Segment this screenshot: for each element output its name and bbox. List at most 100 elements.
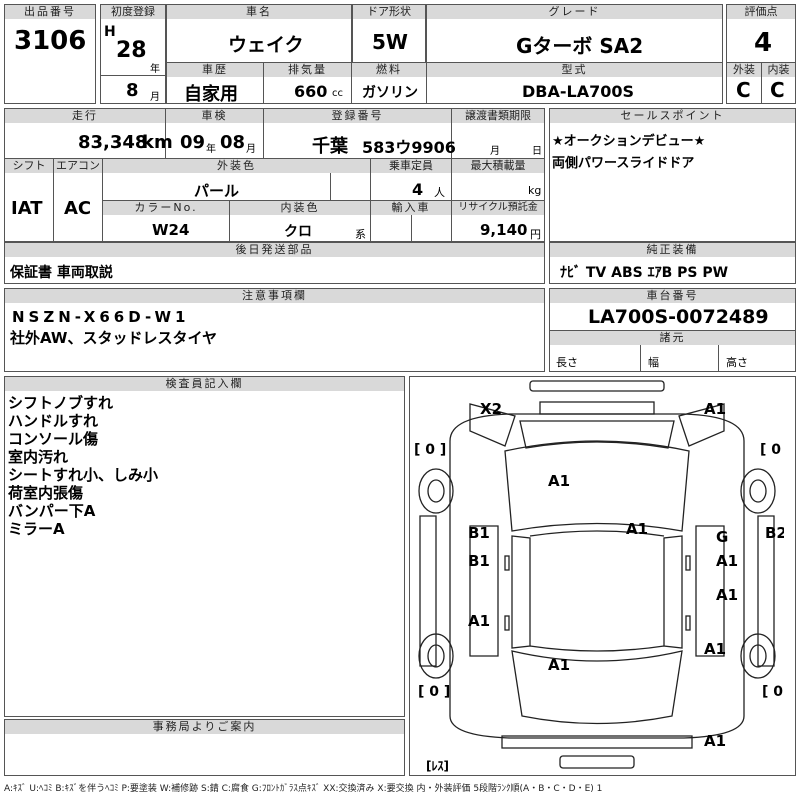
inspect-year: 09: [180, 132, 206, 153]
damage-mark: A1: [468, 612, 490, 630]
transfer-label: 譲渡書類期限: [452, 109, 544, 123]
inspector-note: シフトノブすれ: [8, 394, 114, 412]
legend-footer: A:ｷｽﾞ U:ﾍｺﾐ B:ｷｽﾞを伴うﾍｺﾐ P:要塗装 W:補修跡 S:錆 …: [4, 784, 603, 794]
interior-color: クロ: [284, 224, 312, 240]
recycle-label: リサイクル預託金: [452, 201, 544, 215]
row1b-box: [166, 62, 723, 104]
displacement: 660: [294, 82, 328, 101]
era: H: [104, 24, 116, 40]
spare-tire-label: [ﾚｽ]: [426, 759, 449, 773]
colorno-label: カラーNo.: [103, 201, 229, 215]
intcolor-label: 内装色: [230, 201, 370, 215]
equipment-label: 純正装備: [550, 243, 795, 257]
recycle-unit: 円: [530, 228, 541, 241]
spec-height: 高さ: [726, 356, 748, 369]
doors: 5W: [372, 30, 408, 54]
spec-label: 諸元: [550, 331, 795, 345]
spec-width: 幅: [648, 356, 659, 369]
damage-mark: B2: [765, 524, 784, 542]
mileage: 83,348: [78, 132, 148, 153]
transfer-month: 月: [490, 146, 500, 157]
lot-number: 3106: [14, 26, 87, 56]
color-number: W24: [152, 221, 190, 239]
damage-mark: A1: [548, 472, 570, 490]
transfer-day: 日: [532, 146, 542, 157]
ext-label: 外装: [727, 63, 761, 77]
tire-tread-mark: [ 0 ]: [414, 442, 446, 458]
shift-label: シフト: [5, 159, 53, 173]
int-label: 内装: [762, 63, 795, 77]
car-name: ウェイク: [228, 34, 304, 56]
damage-mark: B1: [468, 552, 490, 570]
inspector-box: [4, 376, 405, 717]
damage-mark: A1: [704, 640, 726, 658]
sales-line-2: 両側パワースライドドア: [552, 156, 695, 171]
ext-grade: C: [736, 78, 751, 102]
model: DBA-LA700S: [522, 82, 634, 101]
ac-label: エアコン: [54, 159, 102, 173]
reg-year: 28: [116, 38, 147, 63]
lot-label: 出品番号: [5, 5, 95, 19]
damage-mark: A1: [716, 552, 738, 570]
spec-length: 長さ: [556, 356, 578, 369]
intcolor-unit: 系: [355, 228, 366, 241]
later-parts: 保証書 車両取説: [10, 265, 113, 281]
doors-label: ドア形状: [353, 5, 425, 19]
first-reg-label: 初度登録: [101, 5, 165, 19]
first-reg-box: [100, 4, 166, 104]
history: 自家用: [184, 84, 238, 105]
tire-tread-mark: [ 0 ]: [418, 684, 450, 700]
inspector-note: コンソール傷: [8, 430, 99, 448]
damage-mark: A1: [548, 656, 570, 674]
office-label: 事務局よりご案内: [5, 720, 404, 734]
damage-mark: X2: [480, 400, 502, 418]
reg-month: 8: [126, 80, 139, 101]
chassis-number: LA700S-0072489: [588, 306, 769, 328]
reg-prefecture: 千葉: [312, 136, 348, 157]
notes-line-2: 社外AW、スタッドレスタイヤ: [10, 329, 218, 347]
ac: AC: [64, 198, 92, 219]
load-label: 最大積載量: [452, 159, 544, 173]
sales-label: セールスポイント: [550, 109, 795, 123]
office-box: [4, 719, 405, 776]
history-label: 車歴: [167, 63, 263, 77]
color-label: 外装色: [103, 159, 370, 173]
capacity-label: 乗車定員: [371, 159, 451, 173]
inspect-month-unit: 月: [246, 144, 256, 155]
inspector-note: ハンドルすれ: [8, 412, 99, 430]
lot-box: [4, 4, 96, 104]
fuel-label: 燃料: [352, 63, 426, 77]
year-unit: 年: [150, 64, 160, 75]
name-label: 車名: [167, 5, 351, 19]
sales-box: [549, 108, 796, 242]
damage-mark: A1: [626, 520, 648, 538]
capacity: 4: [412, 180, 424, 199]
inspector-note: ミラーA: [8, 520, 65, 538]
score-label: 評価点: [727, 5, 795, 19]
shift: IAT: [11, 198, 43, 219]
equipment-box: [549, 242, 796, 284]
disp-unit: cc: [332, 88, 343, 99]
tire-tread-mark: [ 0 ]: [762, 684, 784, 700]
fuel: ガソリン: [362, 85, 418, 101]
reg-number: 583ウ9906: [362, 138, 456, 157]
load-unit: kg: [528, 184, 542, 197]
notes-line-1: NSZN-X66D-W1: [12, 308, 190, 326]
mileage-unit: km: [142, 132, 173, 153]
damage-mark: B1: [468, 524, 490, 542]
inspector-note: バンパー下A: [8, 502, 96, 520]
later-parts-box: [4, 242, 545, 284]
recycle-fee: 9,140: [480, 221, 528, 239]
capacity-unit: 人: [434, 186, 445, 199]
inspector-note: 室内汚れ: [8, 448, 69, 466]
grade: Gターボ SA2: [516, 34, 644, 58]
damage-mark: A1: [704, 400, 726, 418]
grade-label: グレード: [427, 5, 722, 19]
later-parts-label: 後日発送部品: [5, 243, 544, 257]
inspector-note: シートすれ小、しみ小: [8, 466, 159, 484]
detail-box: [4, 108, 545, 242]
disp-label: 排気量: [264, 63, 351, 77]
inspect-year-unit: 年: [206, 144, 216, 155]
chassis-label: 車台番号: [550, 289, 795, 303]
